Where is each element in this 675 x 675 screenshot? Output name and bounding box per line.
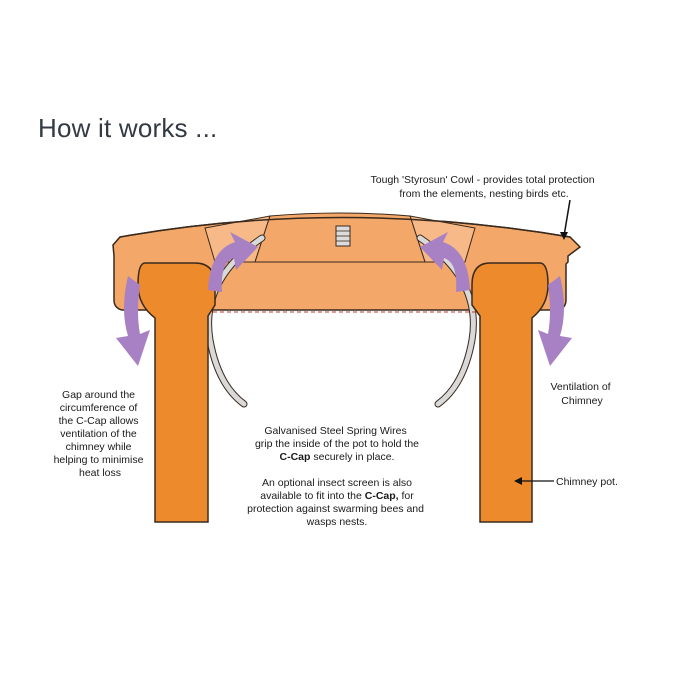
gap-label: Gap around the circumference of the C-Ca… bbox=[54, 389, 147, 479]
spring-wires-label-line3: C-Cap securely in place. bbox=[280, 451, 395, 463]
insect-screen-label-rest: protection against swarming bees and was… bbox=[247, 503, 427, 528]
arrow-down-right bbox=[538, 276, 572, 366]
chimney-pot-left bbox=[137, 262, 216, 523]
chimney-pot-label: Chimney pot. bbox=[556, 476, 618, 488]
arrow-down-left bbox=[116, 276, 150, 366]
spring-wires bbox=[205, 234, 477, 408]
ventilation-label: Ventilation of Chimney bbox=[550, 381, 613, 407]
page-title: How it works ... bbox=[38, 113, 218, 143]
airflow-arrows bbox=[116, 232, 572, 366]
cowl-label: Tough 'Styrosun' Cowl - provides total p… bbox=[371, 174, 598, 200]
spring-wires-label: Galvanised Steel Spring Wires grip the i… bbox=[255, 425, 419, 450]
arrow-up-left bbox=[208, 232, 258, 292]
chimney-pot-right bbox=[471, 262, 549, 523]
insect-screen-label: An optional insect screen is also bbox=[262, 477, 412, 489]
cowl-pointer bbox=[563, 199, 571, 237]
arrow-up-right bbox=[420, 232, 470, 292]
insect-screen-label-line2: available to fit into the C-Cap, for bbox=[260, 490, 414, 502]
